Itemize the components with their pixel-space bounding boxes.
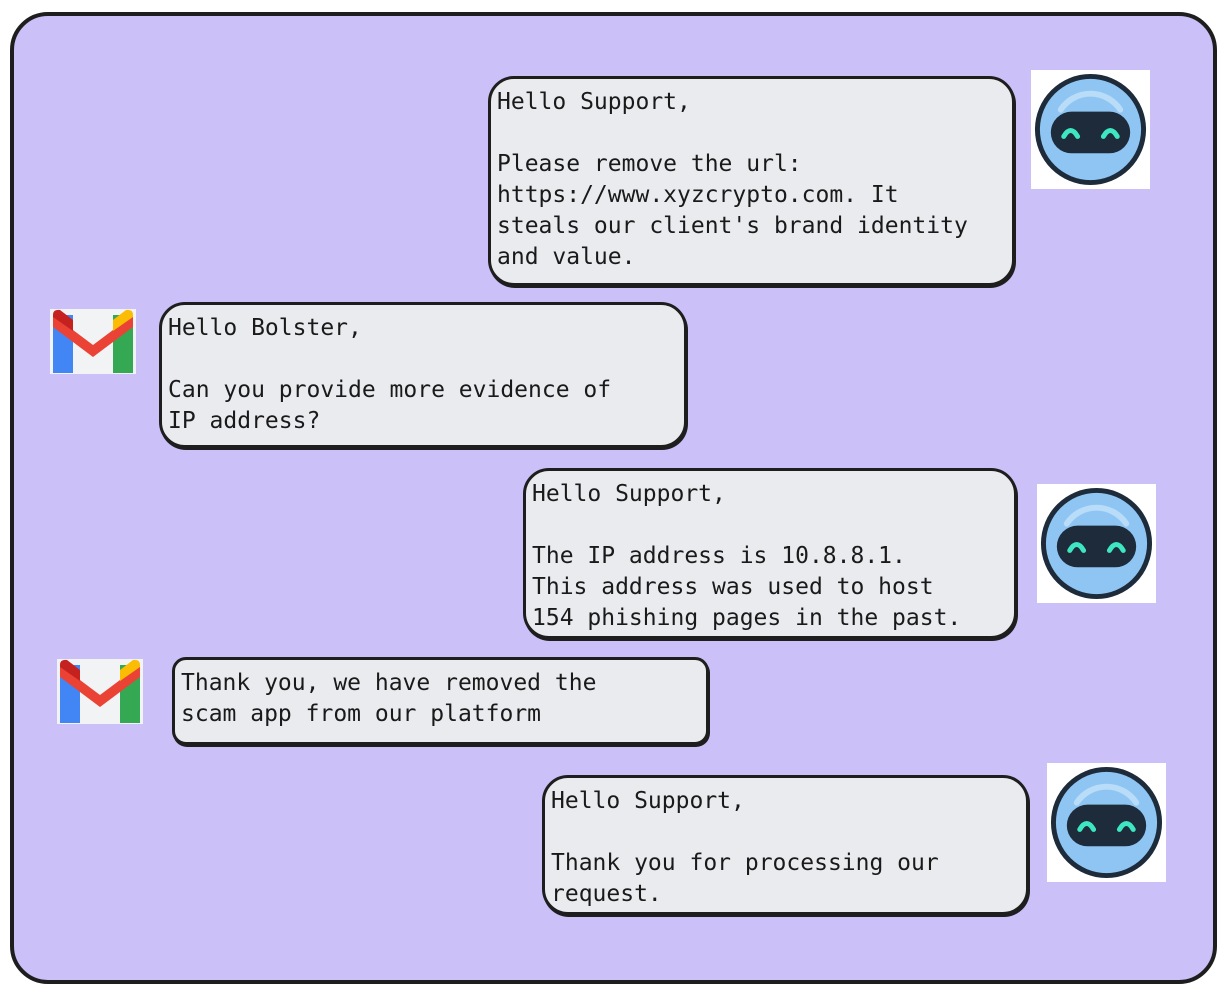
robot-icon — [1047, 763, 1166, 882]
bot-message-1: Hello Support, Please remove the url: ht… — [488, 76, 1015, 286]
bot-message-2: Hello Support, The IP address is 10.8.8.… — [523, 468, 1017, 639]
gmail-icon — [50, 309, 136, 374]
gmail-icon — [57, 659, 143, 724]
gmail-message-2: Thank you, we have removed the scam app … — [172, 657, 709, 745]
robot-icon — [1037, 484, 1156, 603]
robot-icon — [1031, 70, 1150, 189]
bot-message-3: Hello Support, Thank you for processing … — [542, 775, 1029, 915]
gmail-message-1: Hello Bolster, Can you provide more evid… — [159, 302, 687, 448]
